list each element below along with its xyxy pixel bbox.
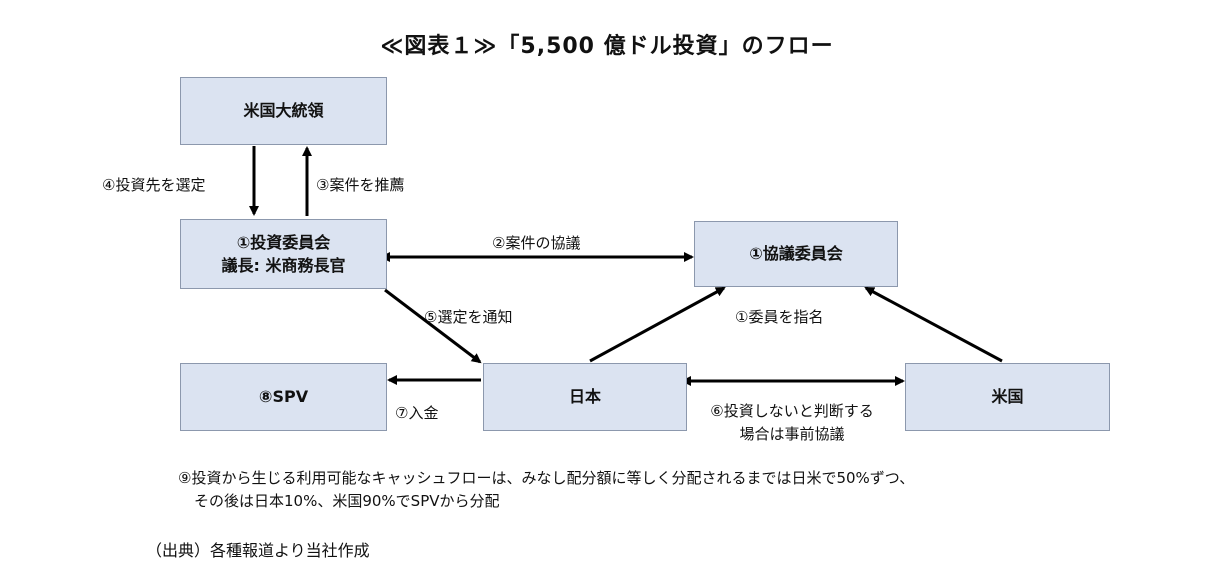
node-japan-label: 日本 [568, 387, 601, 407]
node-usa: 米国 [905, 363, 1110, 431]
footnote: ⑨投資から生じる利用可能なキャッシュフローは、みなし配分額に等しく分配されるまで… [178, 467, 914, 514]
node-president-label: 米国大統領 [243, 101, 324, 121]
label-prior-consultation: ⑥投資しないと判断する 場合は事前協議 [692, 400, 892, 445]
node-spv-label: ⑧SPV [258, 387, 309, 407]
label-pay-in: ⑦入金 [395, 404, 439, 422]
node-investment-committee-line1: ①投資委員会 [236, 232, 331, 252]
node-consultation-committee: ①協議委員会 [694, 221, 898, 287]
label-select-destination: ④投資先を選定 [102, 176, 206, 194]
node-investment-committee: ①投資委員会 議長: 米商務長官 [180, 219, 387, 289]
source-citation: （出典）各種報道より当社作成 [146, 541, 370, 560]
node-president: 米国大統領 [180, 77, 387, 145]
footnote-line1: ⑨投資から生じる利用可能なキャッシュフローは、みなし配分額に等しく分配されるまで… [178, 469, 915, 487]
node-spv: ⑧SPV [180, 363, 387, 431]
label-notify-selection: ⑤選定を通知 [424, 308, 513, 326]
label-prior-consultation-line1: ⑥投資しないと判断する [710, 402, 874, 420]
node-consultation-committee-label: ①協議委員会 [749, 244, 843, 264]
arrow-japan-appoint [589, 286, 726, 363]
arrow-notify-selection [384, 288, 482, 364]
figure-title: ≪図表１≫「5,500 億ドル投資」のフロー [380, 34, 834, 59]
node-usa-label: 米国 [991, 387, 1024, 407]
node-japan: 日本 [483, 363, 687, 431]
footnote-line2: その後は日本10%、米国90%でSPVから分配 [194, 492, 500, 511]
node-investment-committee-line2: 議長: 米商務長官 [221, 256, 346, 275]
label-appoint-members: ①委員を指名 [735, 308, 824, 326]
label-project-consultation: ②案件の協議 [492, 234, 581, 252]
arrow-usa-appoint [864, 286, 1003, 363]
label-recommend-project: ③案件を推薦 [316, 176, 405, 194]
label-prior-consultation-line2: 場合は事前協議 [739, 424, 845, 443]
